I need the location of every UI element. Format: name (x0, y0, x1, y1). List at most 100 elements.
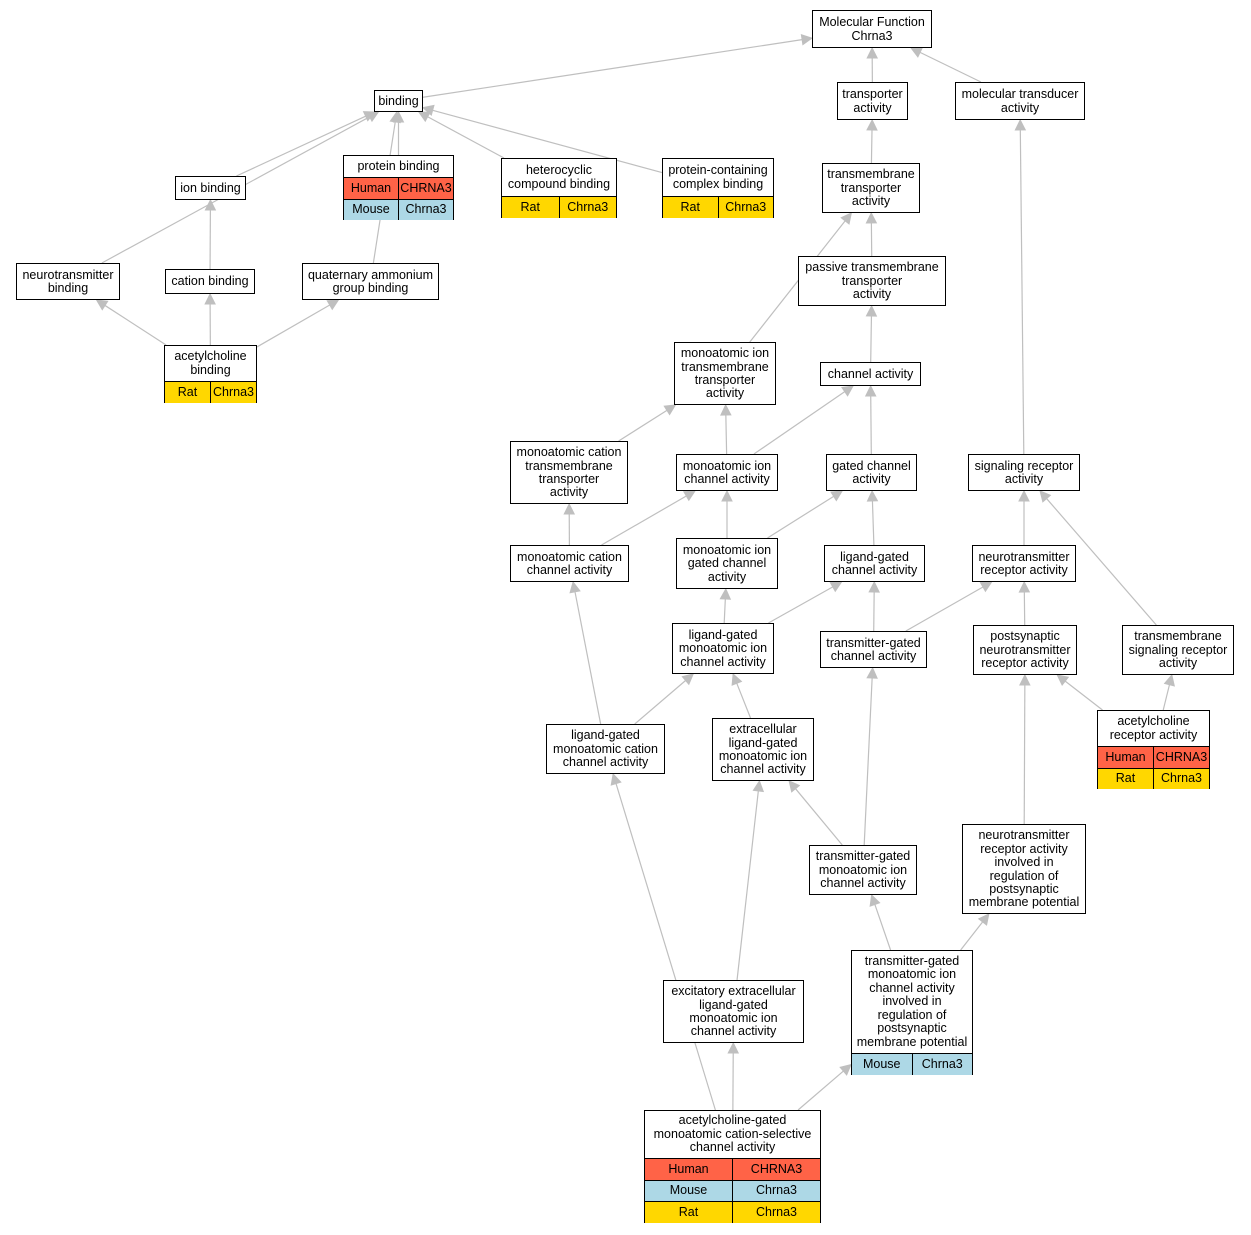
go-term-monocattm[interactable]: monoatomic cation transmembrane transpor… (510, 441, 628, 504)
go-term-passive[interactable]: passive transmembrane transporter activi… (798, 256, 946, 306)
species-cell: Human (344, 178, 398, 199)
edge-monocatch-to-monoionch (601, 495, 687, 546)
go-term-txmonoion[interactable]: transmitter-gated monoatomic ion channel… (809, 845, 917, 895)
edge-moltrans-to-mf (919, 51, 982, 83)
edge-txmonoion-to-txgatedch (863, 677, 873, 846)
arrowhead-gatedch (830, 490, 844, 502)
gene-cell[interactable]: Chrna3 (732, 1180, 820, 1201)
arrowhead-ntbind (95, 299, 109, 311)
go-term-label: acetylcholine-gated monoatomic cation-se… (653, 1113, 812, 1155)
arrowhead-ntrec (979, 581, 993, 593)
go-term-ntrec[interactable]: neurotransmitter receptor activity (972, 545, 1076, 582)
go-term-tmsig[interactable]: transmembrane signaling receptor activit… (1122, 625, 1234, 675)
edge-txreg-to-ntrecreg (960, 921, 984, 951)
go-term-label: ligand-gated monoatomic cation channel a… (553, 728, 658, 770)
go-term-postsyn[interactable]: postsynaptic neurotransmitter receptor a… (973, 625, 1077, 675)
go-term-ligmonoion[interactable]: ligand-gated monoatomic ion channel acti… (672, 623, 774, 674)
species-cell: Rat (502, 197, 559, 218)
arrowhead-sigrec (1018, 489, 1030, 502)
go-term-binding[interactable]: binding (374, 90, 423, 112)
go-term-ligch[interactable]: ligand-gated channel activity (824, 545, 925, 582)
go-term-label: neurotransmitter receptor activity (978, 549, 1070, 577)
go-term-cationbind[interactable]: cation binding (165, 269, 255, 294)
gene-cell[interactable]: Chrna3 (210, 382, 256, 403)
arrowhead-monoiontm (720, 403, 732, 416)
edge-tmsig-to-sigrec (1046, 498, 1157, 626)
arrowhead-channel (841, 385, 854, 397)
go-term-quatbind[interactable]: quaternary ammonium group binding (302, 263, 439, 300)
go-term-ligmonocat[interactable]: ligand-gated monoatomic cation channel a… (546, 724, 665, 774)
go-term-label: transmitter-gated monoatomic ion channel… (856, 954, 968, 1049)
edge-txgatedch-to-ntrec (905, 586, 984, 632)
go-term-monoiontm[interactable]: monoatomic ion transmembrane transporter… (674, 342, 776, 405)
arrowhead-txgatedch (866, 666, 878, 679)
go-term-extralig[interactable]: extracellular ligand-gated monoatomic io… (712, 718, 814, 781)
go-term-label: extracellular ligand-gated monoatomic io… (718, 722, 808, 777)
go-term-label: monoatomic cation transmembrane transpor… (516, 445, 622, 500)
edge-gatedch-to-channel (870, 395, 872, 455)
edge-monoiongated-to-gatedch (767, 495, 834, 539)
arrowhead-ntrecreg (977, 913, 990, 926)
edge-excit-to-extralig (736, 790, 759, 981)
go-term-gatedch[interactable]: gated channel activity (826, 454, 917, 491)
edge-sigrec-to-moltrans (1019, 129, 1025, 455)
go-term-sigrec[interactable]: signaling receptor activity (968, 454, 1080, 491)
arrowhead-extralig (752, 779, 765, 793)
edge-ligmonoion-to-ligch (768, 586, 834, 624)
go-term-moltrans[interactable]: molecular transducer activity (955, 82, 1085, 120)
arrowhead-sigrec (1039, 490, 1052, 503)
go-term-transporter[interactable]: transporter activity (837, 82, 908, 120)
go-term-monoionch[interactable]: monoatomic ion channel activity (676, 454, 778, 491)
go-term-ntbind[interactable]: neurotransmitter binding (16, 263, 120, 300)
go-term-tmtransporter[interactable]: transmembrane transporter activity (822, 163, 920, 213)
go-term-label: monoatomic cation channel activity (517, 549, 622, 577)
go-term-ntrecreg[interactable]: neurotransmitter receptor activity invol… (962, 824, 1086, 914)
go-term-ionbind[interactable]: ion binding (175, 176, 246, 200)
go-term-label: signaling receptor activity (974, 458, 1074, 486)
gene-cell[interactable]: Chrna3 (732, 1202, 820, 1223)
go-term-label: channel activity (827, 366, 914, 381)
go-term-label: ligand-gated channel activity (831, 549, 918, 577)
arrowhead-quatbind (326, 299, 340, 311)
gene-cell[interactable]: Chrna3 (717, 197, 773, 218)
go-term-channel[interactable]: channel activity (820, 362, 921, 386)
go-term-txreg[interactable]: transmitter-gated monoatomic ion channel… (851, 950, 973, 1075)
arrowhead-binding (421, 104, 435, 117)
gene-cell[interactable]: CHRNA3 (732, 1159, 820, 1180)
arrowhead-monocattm (563, 502, 576, 515)
gene-cell[interactable]: Chrna3 (1153, 768, 1209, 789)
edge-ligmonocat-to-ligmonoion (634, 680, 686, 725)
arrowhead-postsyn (1056, 674, 1070, 687)
go-term-label: ion binding (180, 180, 241, 195)
arrowhead-ionbind (204, 198, 217, 211)
edge-achgated-to-txreg (797, 1070, 844, 1111)
gene-cell[interactable]: CHRNA3 (398, 178, 453, 199)
go-term-label: monoatomic ion channel activity (682, 458, 772, 486)
gene-cell[interactable]: Chrna3 (558, 197, 616, 218)
arrowhead-monoionch (721, 489, 733, 502)
edge-achrec-to-postsyn (1064, 680, 1103, 711)
go-term-monocatch[interactable]: monoatomic cation channel activity (510, 545, 629, 582)
gene-cell[interactable]: Chrna3 (911, 1054, 972, 1075)
arrowhead-monoiongated (719, 587, 732, 600)
go-term-excit[interactable]: excitatory extracellular ligand-gated mo… (663, 980, 804, 1043)
gene-cell[interactable]: Chrna3 (398, 199, 453, 220)
arrowhead-txreg (839, 1063, 852, 1076)
go-term-label: protein-containing complex binding (668, 163, 768, 191)
gene-cell[interactable]: CHRNA3 (1153, 747, 1209, 768)
arrowhead-binding (366, 111, 380, 123)
go-term-achgated[interactable]: acetylcholine-gated monoatomic cation-se… (644, 1110, 821, 1223)
go-term-mf[interactable]: Molecular Function Chrna3 (812, 10, 932, 48)
go-term-monoiongated[interactable]: monoatomic ion gated channel activity (676, 538, 778, 589)
go-term-txgatedch[interactable]: transmitter-gated channel activity (820, 631, 927, 668)
